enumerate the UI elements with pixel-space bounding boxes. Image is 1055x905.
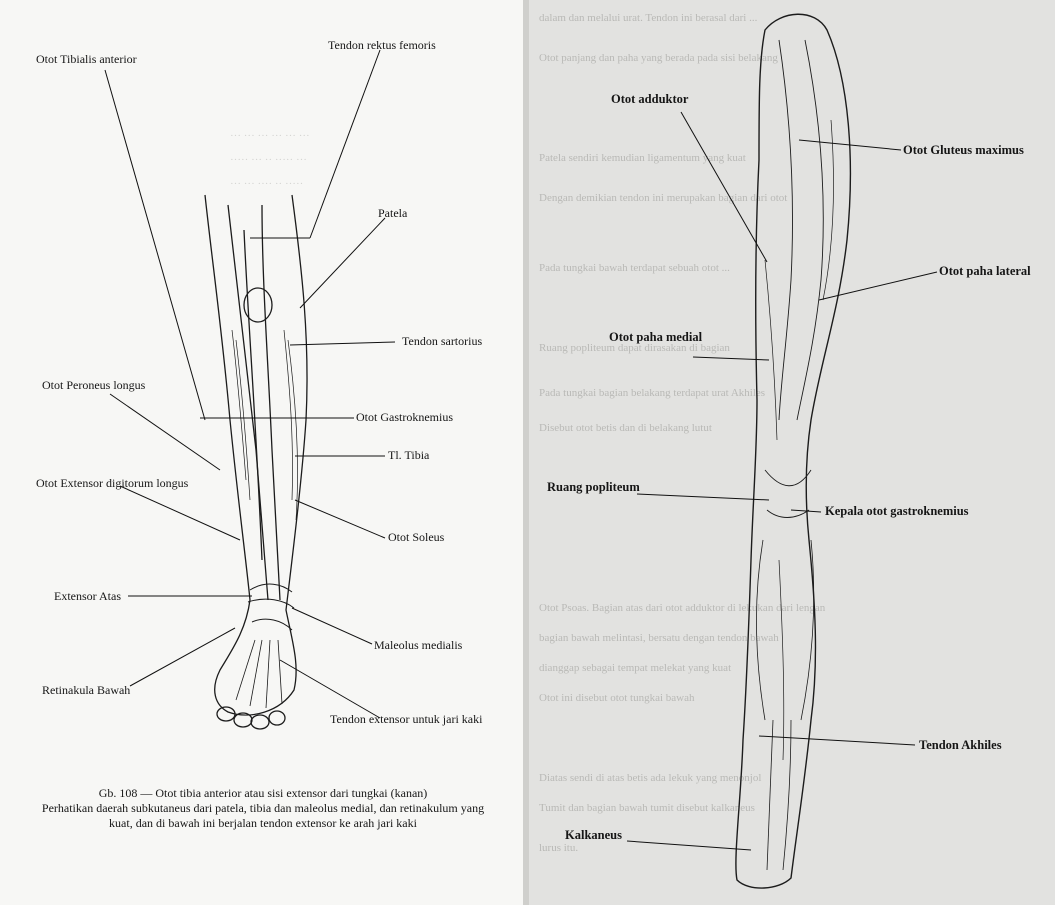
label-otot-paha-medial: Otot paha medial: [609, 330, 702, 344]
label-otot-paha-lateral: Otot paha lateral: [939, 264, 1031, 278]
label-tendon-rektus-femoris: Tendon rektus femoris: [328, 38, 436, 52]
leg-anterior-illustration: [0, 0, 523, 905]
label-peroneus-longus: Otot Peroneus longus: [42, 378, 145, 392]
leg-posterior-illustration: [529, 0, 1055, 905]
caption-line-3: kuat, dan di bawah ini berjalan tendon e…: [18, 816, 508, 831]
label-tibialis-anterior: Otot Tibialis anterior: [36, 52, 137, 66]
right-page: dalam dan melalui urat. Tendon ini beras…: [529, 0, 1055, 905]
label-tendon-sartorius: Tendon sartorius: [402, 334, 482, 348]
label-extensor-atas: Extensor Atas: [54, 589, 121, 603]
caption-line-1: Gb. 108 — Otot tibia anterior atau sisi …: [18, 786, 508, 801]
figure-caption: Gb. 108 — Otot tibia anterior atau sisi …: [18, 786, 508, 831]
label-patela: Patela: [378, 206, 407, 220]
left-page: ··· ··· ··· ··· ··· ··· ····· ··· ·· ···…: [0, 0, 523, 905]
caption-line-2: Perhatikan daerah subkutaneus dari patel…: [18, 801, 508, 816]
label-soleus: Otot Soleus: [388, 530, 444, 544]
label-tendon-akhiles: Tendon Akhiles: [919, 738, 1002, 752]
label-gluteus-maximus: Otot Gluteus maximus: [903, 143, 1024, 157]
label-kalkaneus: Kalkaneus: [565, 828, 622, 842]
label-retinakula-bawah: Retinakula Bawah: [42, 683, 130, 697]
label-maleolus-medialis: Maleolus medialis: [374, 638, 462, 652]
label-tendon-extensor: Tendon extensor untuk jari kaki: [330, 712, 482, 726]
label-tl-tibia: Tl. Tibia: [388, 448, 429, 462]
label-kepala-gastroknemius: Kepala otot gastroknemius: [825, 504, 969, 518]
label-otot-adduktor: Otot adduktor: [611, 92, 688, 106]
label-extensor-digitorum: Otot Extensor digitorum longus: [36, 476, 188, 490]
label-gastroknemius: Otot Gastroknemius: [356, 410, 453, 424]
label-ruang-popliteum: Ruang popliteum: [547, 480, 640, 494]
